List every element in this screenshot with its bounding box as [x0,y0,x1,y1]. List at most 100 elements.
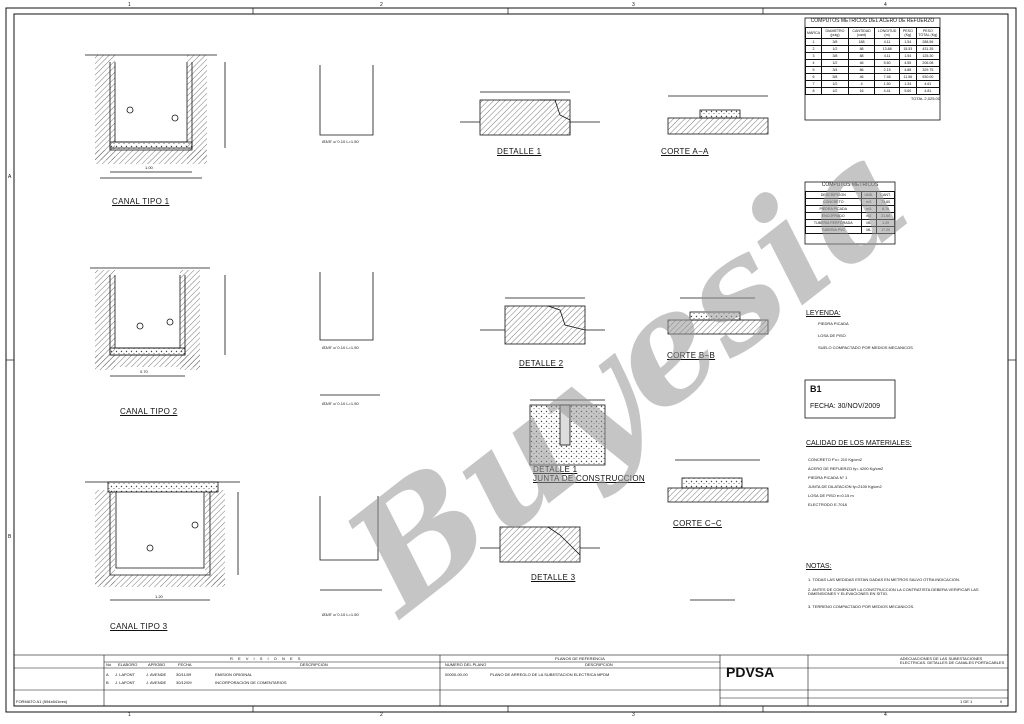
steel-table-header-3: LONGITUD (m) [874,27,900,39]
detalle-2-title: DETALLE 2 [519,359,564,368]
steel-table-cell: 4 [805,59,822,67]
col-label-2-bottom: 2 [380,712,383,718]
steel-table-cell: 1/2 [820,87,849,95]
steel-table-cell: 4.11 [874,52,900,60]
col-label-4: 4 [884,2,887,8]
canal-tipo-1-title: CANAL TIPO 1 [112,197,170,206]
corte-bb-drawing [667,297,769,335]
rebar-shapes [319,65,382,591]
steel-table-header-1: DIAMETRO (pulg) [820,27,849,39]
detalle-3-title: DETALLE 3 [531,573,576,582]
rebar-note-1: Ø3/8" c/ 0.10 L=1.50 [322,139,359,144]
canal-tipo-3-title: CANAL TIPO 3 [110,622,168,631]
steel-table-cell: 1/2 [820,45,849,53]
steel-table-cell: 11.56 [898,73,917,81]
rev-row-1-elaboro: J. LAFONT [115,672,136,677]
metric-table-title: COMPUTOS METRICOS [821,182,879,188]
rev-row-2-no: B [106,680,109,685]
col-label-1: 1 [128,2,131,8]
row-label-b: B [8,534,12,540]
drawing-title: ADECUACIONES DE LAS SUBESTACIONES ELECTR… [900,656,1005,665]
rev-row-2-fecha: 30/12/09 [176,680,192,685]
revision-number: 0 [1000,699,1003,704]
steel-table-header-2: CANTIDAD (cant) [847,27,876,39]
col-label-3: 3 [632,2,635,8]
steel-table-cell: 4 [847,80,876,88]
canal-2-width-dim: 0.70 [140,369,148,374]
steel-table-cell: 6 [805,73,822,81]
steel-table-cell: 1/2 [820,59,849,67]
steel-table-cell: 5.60 [898,87,917,95]
company-logo: PDVSA [726,664,775,680]
revisions-title: R E V I S I O N E S [230,656,303,661]
steel-table-cell: 15.53 [898,45,917,53]
col-label-3-bottom: 3 [632,712,635,718]
steel-table-cell: 1.54 [898,52,917,60]
steel-table-header-5: PESO TOTAL (Kg) [915,27,941,39]
steel-table-frame [804,17,941,121]
canal-tipo-2-drawing [90,267,226,377]
steel-table-cell: 125.30 [915,52,941,60]
material-4: JUNTA DE DILATACION fy=2100 Kg/cm2 [808,484,882,489]
steel-table-cell: 4.41 [874,87,900,95]
material-6: ELECTRODO E-7018 [808,502,847,507]
rev-header-fecha: FECHA [178,662,192,667]
rebar-note-2: Ø3/8" c/ 0.10 L=1.50 [322,345,359,350]
steel-table-cell: 3/8 [820,52,849,60]
steel-table-header-4: PESO (Kg) [898,27,917,39]
rev-header-desc: DESCRIPCION [300,662,328,667]
revision-date: FECHA: 30/NOV/2009 [810,403,881,410]
steel-table-cell: 1 [805,38,822,46]
steel-table-cell: 16 [847,87,876,95]
col-label-1-bottom: 1 [128,712,131,718]
steel-table-cell: 7.48 [874,73,900,81]
steel-table-cell: 1.54 [898,38,917,46]
note-2: 2. ANTES DE COMENZAR LA CONSTRUCCION LA … [808,587,979,596]
ref-header-desc: DESCRIPCION [585,662,613,667]
rev-row-1-no: A [106,672,109,677]
metric-table-frame [804,181,896,245]
steel-table: COMPUTOS METRICOS DEL ACERO DE REFUERZO … [805,18,941,101]
material-2: ACERO DE REFUERZO fy= 4200 Kg/cm2 [808,466,884,471]
steel-table-cell: 5.60 [874,59,900,67]
rev-row-1-desc: EMISION ORIGINAL [215,672,253,677]
legend-item-1: PIEDRA PICADA [818,321,849,326]
steel-table-cell: 2.15 [874,66,900,74]
steel-table-cell: 5/8 [820,73,849,81]
junta-construccion-drawing [529,399,606,466]
metric-table-cell: TUBERIA PVC [805,226,862,234]
revision-box-frame [804,379,896,419]
rebar-note-4: Ø3/8" c/ 0.10 L=1.50 [322,612,359,617]
steel-table-cell: 4.88 [898,66,917,74]
detalle-1-drawing [460,91,600,136]
col-label-2: 2 [380,2,383,8]
steel-table-title: COMPUTOS METRICOS DEL ACERO DE REFUERZO [810,18,935,24]
steel-table-cell: 46 [847,59,876,67]
steel-table-cell: 530.00 [915,73,941,81]
detalle-2-drawing [480,297,605,345]
notes-title: NOTAS: [806,563,832,570]
sheet-number: 1 DE 1 [960,699,973,704]
steel-table-cell: 3 [805,52,822,60]
metric-table-cell: 17.20 [876,226,895,234]
steel-total-label: TOTAL [910,96,924,101]
material-5: LOSA DE PISO e=0.15 m [808,493,854,498]
steel-table-cell: 188 [847,38,876,46]
steel-table-cell: 4.11 [874,38,900,46]
canal-tipo-2-title: CANAL TIPO 2 [120,407,178,416]
steel-table-cell: 8 [805,87,822,95]
corte-aa-title: CORTE A−A [661,147,709,156]
ref-row-desc: PLANO DE ARREGLO DE LA SUBESTACION ELECT… [490,672,610,677]
corte-aa-drawing [667,95,769,135]
materials-title: CALIDAD DE LOS MATERIALES: [806,440,912,447]
